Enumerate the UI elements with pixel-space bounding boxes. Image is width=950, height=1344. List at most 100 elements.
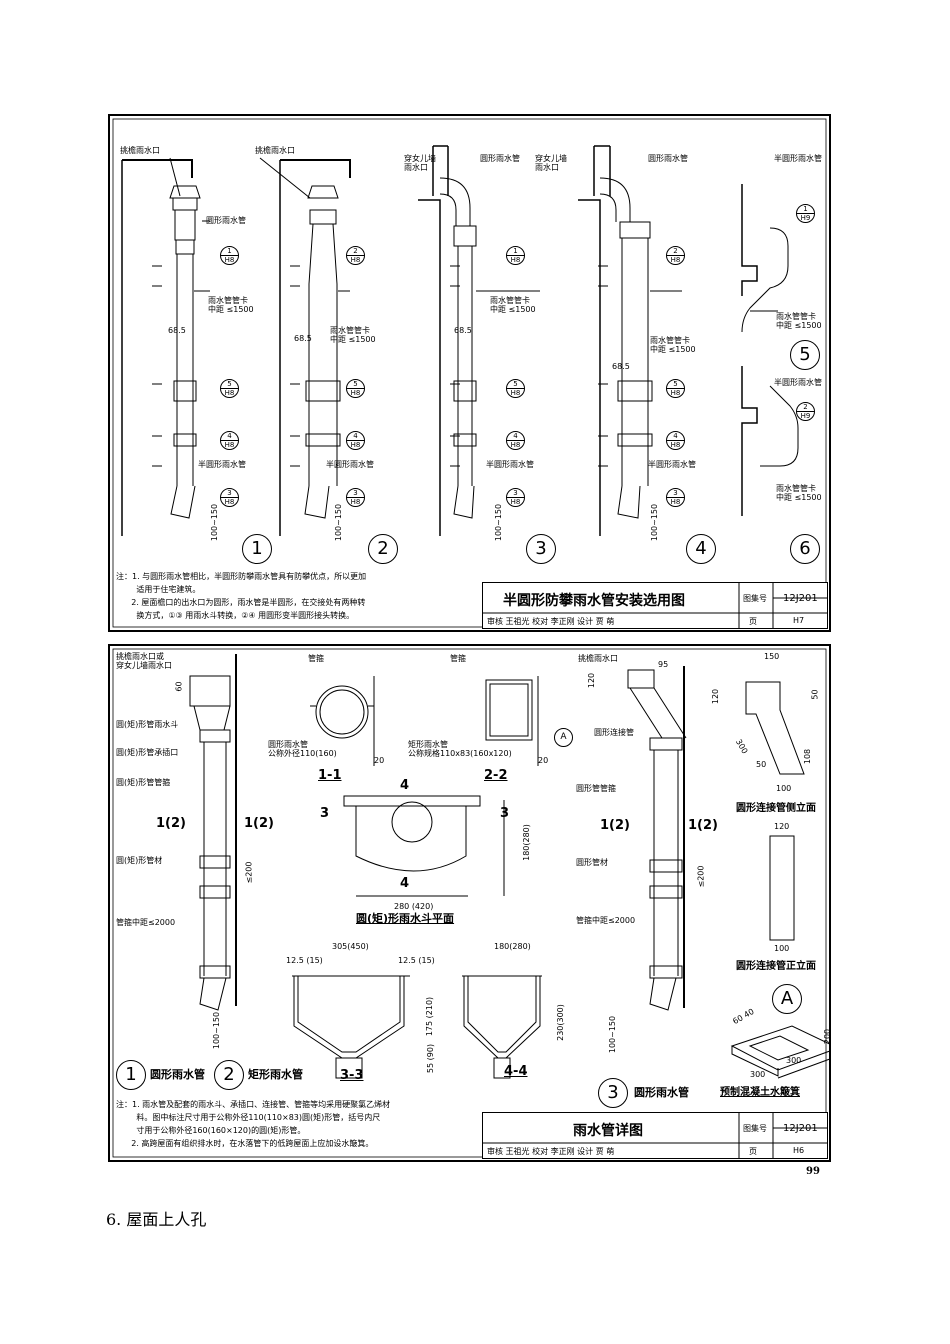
dim-12-5-15-b: 12.5 (15) (398, 956, 435, 965)
drawing-sheet-h7: 挑檐雨水口 挑檐雨水口 穿女儿墙 雨水口 圆形雨水管 穿女儿墙 雨水口 圆形雨水… (108, 114, 831, 632)
label-round-pipe-a: 圆形雨水管 (480, 154, 520, 163)
sheet-page: H6 (793, 1146, 805, 1155)
section-3-3: 3-3 (340, 1068, 364, 1083)
dim-100-150-b: 100~150 (608, 1015, 618, 1054)
sheet-page: H7 (793, 616, 805, 625)
dim-300-b: 300 (786, 1056, 802, 1065)
cut-mark-1-2-left-b: 1(2) (600, 818, 630, 833)
label-pipe-material: 圆(矩)形管材 (116, 856, 163, 865)
detail-number-a: A (772, 984, 802, 1014)
dim-300-c: 300 (750, 1070, 766, 1079)
section-4-4: 4-4 (504, 1064, 528, 1079)
label-clamp-1: 雨水管管卡 中距 ≤1500 (208, 296, 254, 314)
label-half-pipe-1: 半圆形雨水管 (198, 460, 246, 469)
dim-68-5-a: 68.5 (168, 326, 186, 335)
dim-le-200-a: ≤200 (244, 861, 254, 884)
title-block-grid (483, 1113, 827, 1158)
label-half-pipe-6: 半圆形雨水管 (774, 378, 822, 387)
dim-20-b: 20 (538, 756, 549, 765)
dim-230-300: 230(300) (555, 1004, 565, 1041)
cut-mark-3-left: 3 (320, 806, 330, 821)
dim-100-150-b: 100~150 (334, 503, 344, 542)
caption-round-pipe: 圆形雨水管 (150, 1068, 205, 1081)
label-parapet-outlet-b: 穿女儿墙 雨水口 (535, 154, 567, 172)
detail-number-3: 3 (526, 534, 556, 564)
dim-95: 95 (658, 660, 669, 669)
dim-175-210: 175 (210) (425, 996, 435, 1037)
label-round-hoop: 圆形管管箍 (576, 784, 616, 793)
cut-mark-1-2-right-b: 1(2) (688, 818, 718, 833)
caption-round-pipe-3: 圆形雨水管 (634, 1086, 689, 1099)
label-hoop-b: 管箍 (450, 654, 466, 663)
dim-50-a: 50 (810, 689, 820, 700)
section-2-2: 2-2 (484, 768, 508, 783)
label-eave-outlet-1: 挑檐雨水口 (120, 146, 160, 155)
dim-180-280-b: 180(280) (494, 942, 531, 951)
page-number: 99 (806, 1166, 820, 1177)
label-round-pipe-spec: 圆形雨水管 公称外径110(160) (268, 740, 337, 758)
cut-mark-4-top: 4 (400, 778, 410, 793)
caption-rect-pipe: 矩形雨水管 (248, 1068, 303, 1081)
label-parapet-outlet-a: 穿女儿墙 雨水口 (404, 154, 436, 172)
detail-callout-a: A (554, 728, 573, 747)
caption-connector-front: 圆形连接管正立面 (736, 961, 816, 972)
label-clamp-6: 雨水管管卡 中距 ≤1500 (776, 484, 822, 502)
label-round-pipe-material: 圆形管材 (576, 858, 608, 867)
dim-100-150-a: 100~150 (212, 1011, 222, 1050)
atlas-label: 图集号 (743, 594, 767, 603)
label-eave-outlet-2: 挑檐雨水口 (255, 146, 295, 155)
detail-number-4: 4 (686, 534, 716, 564)
sheet1-title: 半圆形防攀雨水管安装选用图 (503, 593, 685, 609)
cut-mark-1-2-left-a: 1(2) (156, 816, 186, 831)
label-hopper: 圆(矩)形管雨水斗 (116, 720, 179, 729)
sheet2-title-block: 雨水管详图 图集号 12J201 审核 王祖光 校对 李正刚 设计 贾 萌 页 … (482, 1112, 828, 1159)
label-hoop: 圆(矩)形管管箍 (116, 778, 171, 787)
label-half-pipe-4: 半圆形雨水管 (648, 460, 696, 469)
dim-100-b: 100 (774, 944, 790, 953)
dim-68-5-c: 68.5 (454, 326, 472, 335)
dim-12-5-15-a: 12.5 (15) (286, 956, 323, 965)
label-clamp-2: 雨水管管卡 中距 ≤1500 (330, 326, 376, 344)
dim-20-a: 20 (374, 756, 385, 765)
sheet1-linework (112, 118, 827, 628)
label-round-pipe-b: 圆形雨水管 (648, 154, 688, 163)
caption-splash-block: 预制混凝土水簸箕 (720, 1087, 800, 1098)
sheet1-notes: 注：1. 与圆形雨水管相比，半圆形防攀雨水管具有防攀优点，所以更加 适用于住宅建… (116, 572, 367, 620)
detail-number-1: 1 (242, 534, 272, 564)
sheet1-title-block: 半圆形防攀雨水管安装选用图 图集号 12J201 审核 王祖光 校对 李正刚 设… (482, 582, 828, 629)
label-hoop-a: 管箍 (308, 654, 324, 663)
atlas-number: 12J201 (783, 1123, 818, 1134)
dim-108: 108 (803, 748, 813, 765)
dim-60: 60 (174, 681, 184, 692)
page-label: 页 (749, 617, 757, 626)
detail-number-2: 2 (368, 534, 398, 564)
sheet2-linework (112, 648, 829, 1158)
label-eave-outlet: 挑檐雨水口 (578, 654, 618, 663)
dim-100-a: 100 (776, 784, 792, 793)
detail-number-6: 6 (790, 534, 820, 564)
dim-120-c: 120 (774, 822, 790, 831)
dim-305-450: 305(450) (332, 942, 369, 951)
cut-mark-1-2-right-a: 1(2) (244, 816, 274, 831)
dim-50-b: 50 (756, 760, 767, 769)
atlas-label: 图集号 (743, 1124, 767, 1133)
dim-120-a: 120 (587, 672, 597, 689)
sheet2-title: 雨水管详图 (573, 1123, 643, 1139)
label-half-pipe-2: 半圆形雨水管 (326, 460, 374, 469)
detail-number-1: 1 (116, 1060, 146, 1090)
label-rect-pipe-spec: 矩形雨水管 公称规格110x83(160x120) (408, 740, 512, 758)
caption-connector-side: 圆形连接管侧立面 (736, 803, 816, 814)
sheet2-notes: 注：1. 雨水管及配套的雨水斗、承插口、连接管、管箍等均采用硬聚氯乙烯材 料。图… (116, 1100, 391, 1148)
